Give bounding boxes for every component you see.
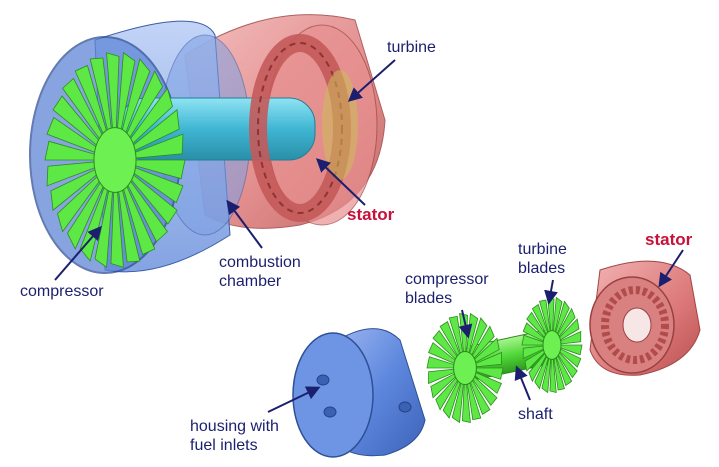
rotor-hub xyxy=(93,127,137,193)
leader-arrows xyxy=(54,59,684,413)
arrow-compressor xyxy=(54,225,102,281)
label-turbine-blades: turbine blades xyxy=(518,241,567,277)
arrow-housing xyxy=(267,386,321,413)
compressor-fan xyxy=(44,52,186,268)
assembled-engine xyxy=(29,14,386,274)
label-housing-with-fuel-inlets: housing with fuel inlets xyxy=(190,418,279,454)
label-combustion-chamber: combustion chamber xyxy=(219,254,301,290)
arrow-compressor-blades xyxy=(458,309,473,339)
arrow-turbine-blades xyxy=(544,279,558,305)
arrow-combustion-chamber xyxy=(226,199,263,249)
arrow-shaft xyxy=(514,365,531,401)
rotor-hub xyxy=(453,351,477,385)
arrow-stator-top xyxy=(315,158,366,206)
label-turbine: turbine xyxy=(387,39,436,56)
exploded-view xyxy=(292,260,701,458)
label-compressor: compressor xyxy=(20,283,104,300)
rotor-hub xyxy=(542,330,562,360)
arrow-turbine xyxy=(347,59,396,102)
label-shaft: shaft xyxy=(518,406,553,423)
arrow-stator-bottom xyxy=(658,249,684,288)
label-compressor-blades: compressor blades xyxy=(405,271,489,307)
stator-exploded xyxy=(589,260,701,376)
label-stator-top: stator xyxy=(347,205,395,224)
housing-with-fuel-inlets xyxy=(292,328,426,458)
compressor-blades xyxy=(426,312,504,424)
turbine-blades xyxy=(521,296,583,394)
label-stator-bottom: stator xyxy=(645,230,693,249)
